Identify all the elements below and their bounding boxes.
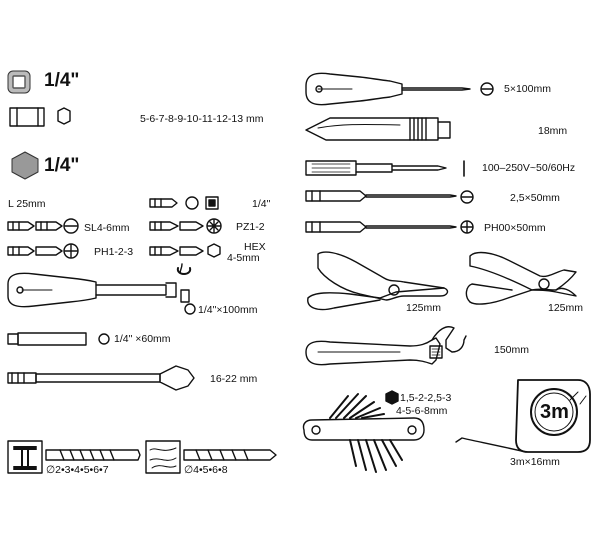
socket-square-size: 1/4" (44, 70, 80, 91)
phillips-bit-label: PH1-2-3 (94, 246, 134, 258)
precision-screwdriver-slotted-icon (305, 190, 474, 204)
pozidriv-bit-label: PZ1-2 (236, 221, 265, 233)
screwdriver-size: 5×100mm (504, 83, 551, 95)
hex-keys-sizes-line2: 4-5-6-8mm (396, 405, 448, 417)
tester-spec: 100–250V~50/60Hz (482, 162, 576, 174)
knife-size: 18mm (538, 125, 568, 137)
bit-adapter-label: 1/4" (252, 198, 271, 210)
spade-bit-icon (7, 365, 195, 391)
measuring-tape-icon (455, 379, 591, 453)
wrench-size: 150mm (494, 344, 530, 356)
socket-icon (9, 107, 71, 127)
slotted-bit-label: SL4-6mm (84, 222, 130, 234)
screwdriver-icon (305, 72, 494, 106)
wood-drill-bit-icon (183, 449, 277, 461)
adjustable-wrench-icon (305, 326, 467, 366)
bit-adapter-icon (149, 196, 219, 210)
hex-bit-label-line1: HEX (244, 241, 266, 253)
precision-screwdriver-phillips-icon (305, 220, 474, 234)
bit-length-label: L 25mm (8, 198, 46, 210)
bit-holder-label: 1/4"×100mm (198, 304, 258, 316)
hex-key-set-icon (302, 390, 425, 473)
voltage-tester-icon (305, 160, 465, 177)
phillips-bit-icon (7, 243, 79, 259)
hex-bit-label-line2: 4-5mm (227, 252, 260, 264)
spade-bit-label: 16-22 mm (210, 373, 258, 385)
hex-bit-icon (149, 243, 221, 258)
precision-slotted-size: 2,5×50mm (510, 192, 560, 204)
combination-pliers-icon (307, 251, 449, 311)
hex-drive-icon (11, 151, 39, 180)
square-drive-icon (7, 70, 31, 94)
pozidriv-bit-icon (149, 218, 222, 234)
metal-drill-sizes: ∅2•3•4•5•6•7 (46, 464, 109, 476)
slotted-bit-icon (7, 218, 79, 234)
metal-material-icon (7, 440, 43, 474)
socket-hex-size: 1/4" (44, 155, 80, 176)
socket-sizes-label: 5-6-7-8-9-10-11-12-13 mm (140, 113, 264, 125)
wood-drill-sizes: ∅4•5•6•8 (184, 464, 228, 476)
extension-bar-icon (7, 332, 110, 346)
bit-holder-screwdriver-icon (7, 263, 196, 315)
drill-bit-icon (45, 449, 141, 461)
precision-phillips-size: PH00×50mm (484, 222, 546, 234)
tape-length-label: 3m (540, 401, 569, 423)
side-cutters-icon (465, 251, 577, 305)
extension-label: 1/4" ×60mm (114, 333, 171, 345)
hex-keys-sizes-line1: 1,5-2-2,5-3 (400, 392, 452, 404)
utility-knife-icon (305, 117, 451, 141)
wood-material-icon (145, 440, 181, 474)
cutters-size: 125mm (548, 302, 584, 314)
pliers-size: 125mm (406, 302, 442, 314)
tape-size: 3m×16mm (510, 456, 560, 468)
